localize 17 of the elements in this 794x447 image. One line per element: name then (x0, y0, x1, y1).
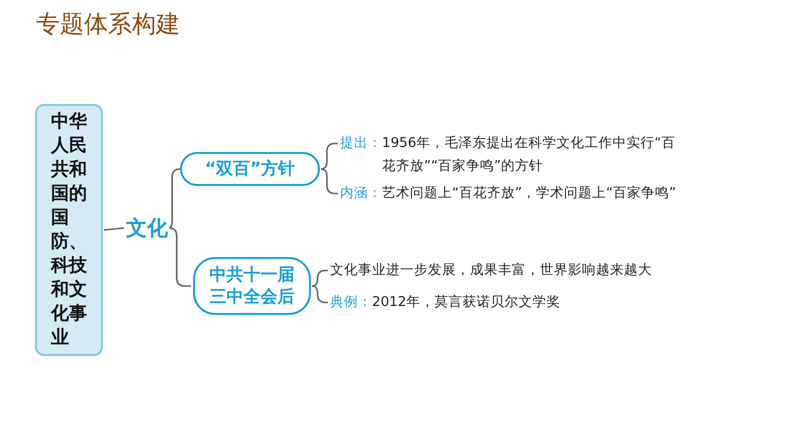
page-title: 专题体系构建 (36, 9, 180, 40)
term-label: 提出： (340, 134, 382, 153)
description-text: 文化事业进一步发展，成果丰富，世界影响越来越大 (330, 261, 653, 280)
topic-box: 中共十一届三中全会后 (193, 257, 311, 315)
topic-label: 文化 (126, 214, 168, 242)
connector-line (312, 270, 328, 287)
connector-line (168, 168, 181, 229)
term-label: 内涵： (340, 184, 382, 203)
connector-line (312, 285, 328, 304)
connector-line (104, 227, 124, 231)
title-box (35, 104, 103, 356)
topic-box: “双百”方针 (180, 152, 320, 186)
description-text: 1956年，毛泽东提出在科学文化工作中实行“百花齐放”“百家争鸣”的方针 (382, 134, 676, 176)
vertical-title-text: 中华人民共和国的国防、科技和文化事业 (51, 110, 87, 350)
description-text: 艺术问题上“百花齐放”，学术问题上“百家争鸣” (382, 184, 677, 203)
description-text: 2012年，莫言获诺贝尔文学奖 (372, 293, 562, 312)
term-label: 典例： (330, 293, 372, 312)
